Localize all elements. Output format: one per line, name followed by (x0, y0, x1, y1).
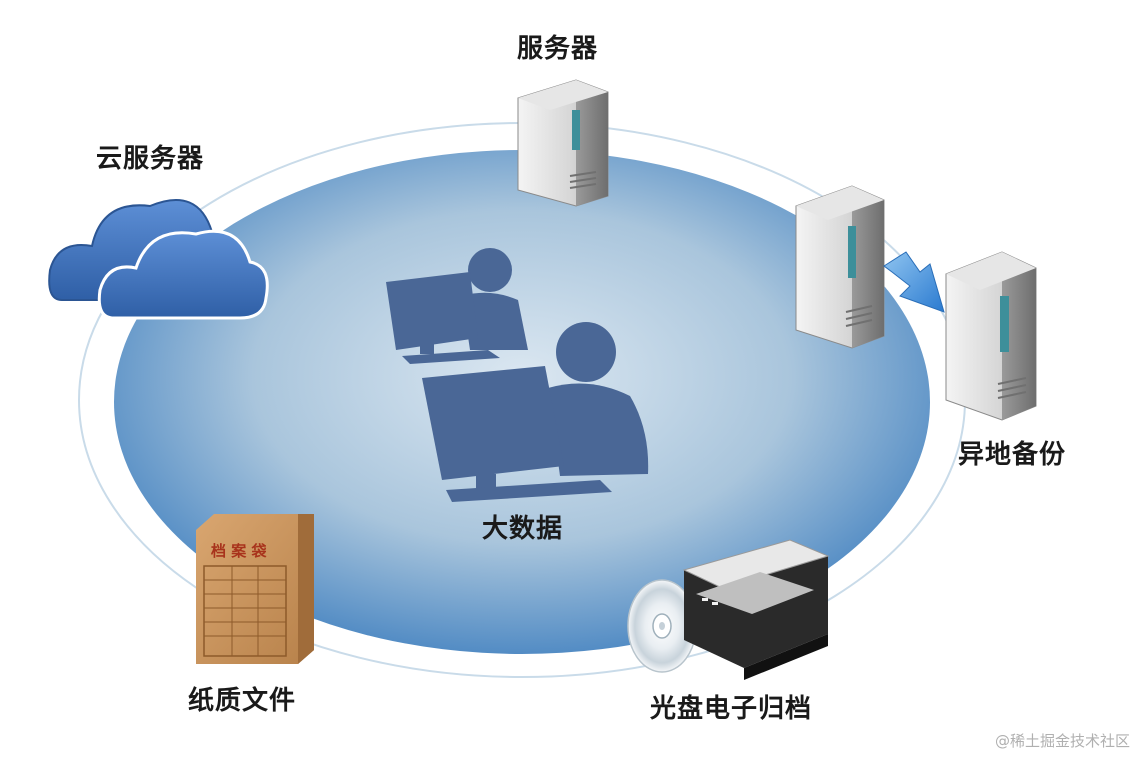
disc-burner-icon (682, 539, 830, 680)
paper-files-label: 纸质文件 (188, 686, 297, 716)
folder-title: 档 案 袋 (211, 542, 267, 560)
server-icon (517, 79, 609, 207)
arrow-icon (883, 251, 945, 313)
remote-backup-label: 异地备份 (958, 440, 1067, 470)
people-computer-icon (386, 248, 649, 502)
big-data-label: 大数据 (482, 514, 564, 544)
cloud-icon (48, 198, 269, 320)
archive-folder-icon: 档 案 袋 (196, 514, 314, 664)
watermark: @稀土掘金技术社区 (994, 732, 1130, 750)
server-icon (945, 251, 1037, 421)
optical-archive-label: 光盘电子归档 (650, 694, 813, 724)
server-label: 服务器 (517, 34, 599, 64)
server-icon (795, 185, 885, 349)
cloud-server-label: 云服务器 (96, 144, 205, 174)
optical-disc-icon (627, 579, 697, 673)
